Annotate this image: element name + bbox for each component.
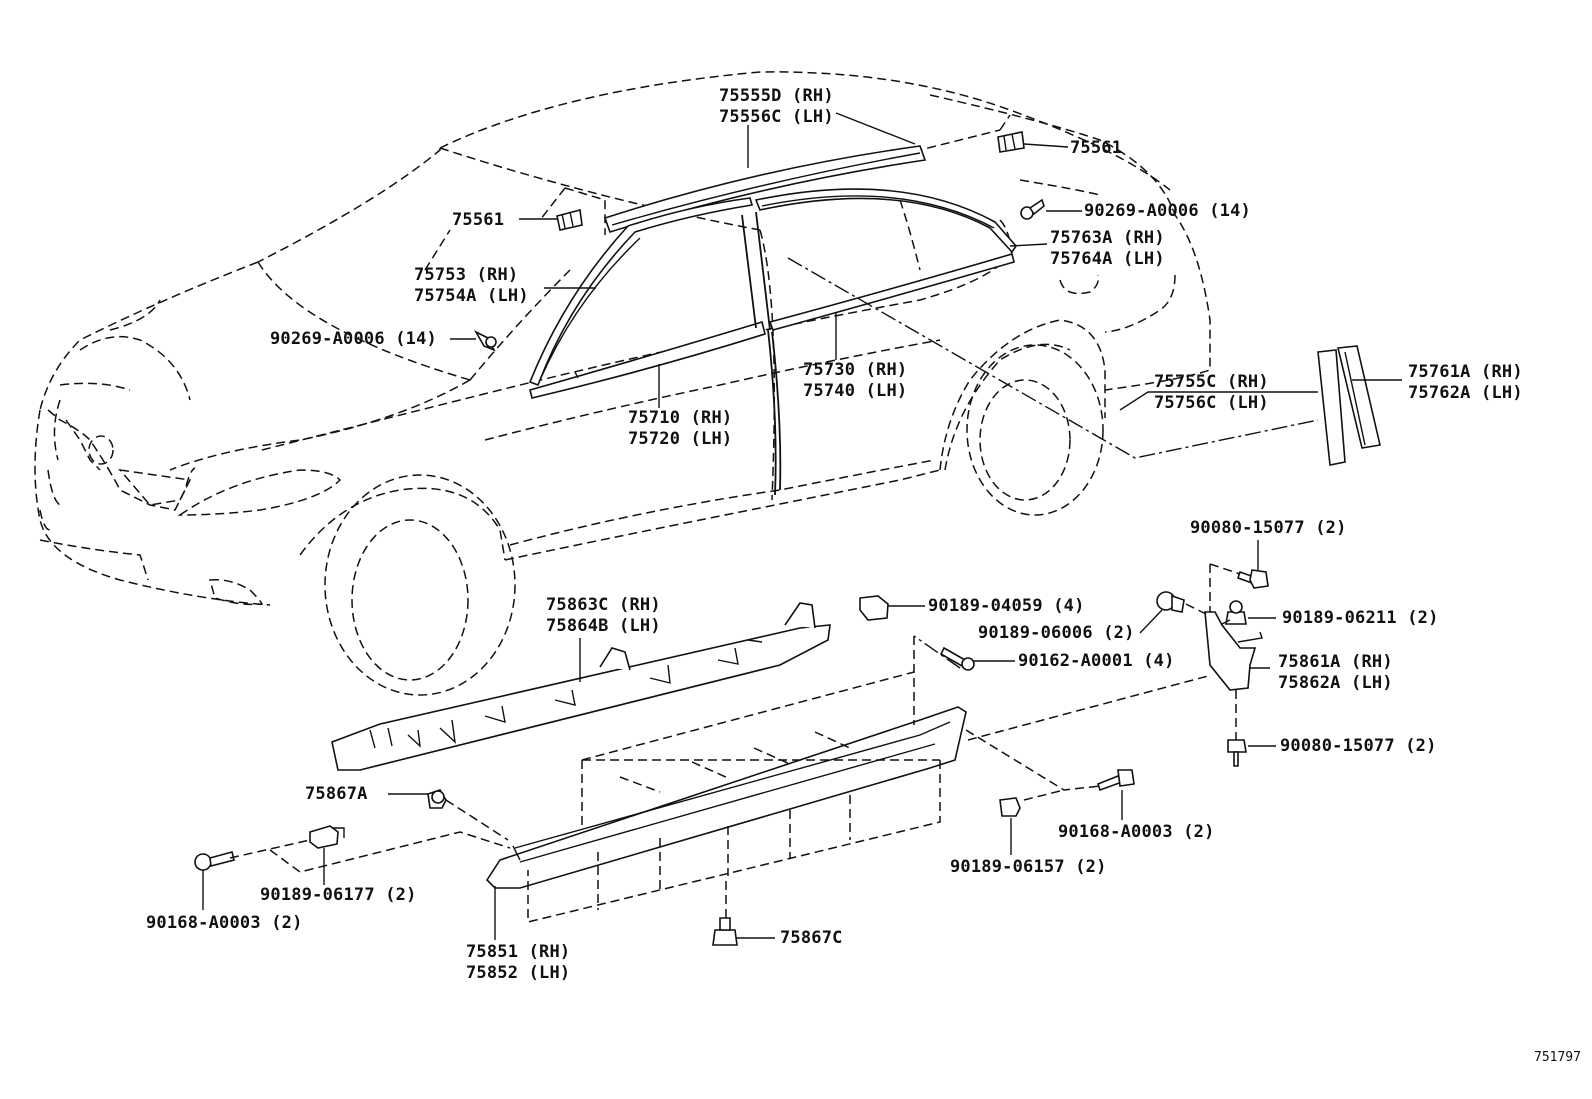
clip-90269-rear [1020, 198, 1045, 220]
label-75851: 75851 (RH)75852 (LH) [466, 942, 570, 984]
nut-90189-06211 [1225, 600, 1247, 625]
rocker-panel-moulding [331, 602, 831, 771]
rear-door-belt-moulding [768, 252, 1015, 331]
label-line: 75867C [780, 928, 843, 948]
label-line: 75756C (LH) [1154, 393, 1269, 413]
illustration-reference-number: 751797 [1534, 1050, 1581, 1065]
screw-90162 [939, 646, 975, 671]
label-90189-06006: 90189-06006 (2) [978, 623, 1135, 644]
label-line: 75730 (RH) [803, 360, 908, 380]
label-line: 75556C (LH) [719, 107, 834, 127]
label-75761: 75761A (RH)75762A (LH) [1408, 362, 1523, 404]
label-line: 75740 (LH) [803, 381, 908, 401]
label-75753: 75753 (RH)75754A (LH) [414, 265, 529, 307]
mudguard-bracket [1204, 611, 1263, 691]
label-line: 75753 (RH) [414, 265, 519, 285]
clip-90189-06157 [999, 797, 1021, 817]
label-90189-06157: 90189-06157 (2) [950, 857, 1107, 878]
label-75561-front: 75561 [452, 210, 504, 231]
label-line: 90189-06211 (2) [1282, 608, 1439, 628]
bolt-90080-top [1236, 569, 1269, 589]
label-90080-top: 90080-15077 (2) [1190, 518, 1347, 539]
label-75867c: 75867C [780, 928, 843, 949]
label-line: 75764A (LH) [1050, 249, 1165, 269]
clip-75867c [712, 917, 738, 946]
b-pillar-lines [741, 211, 782, 496]
screw-90168-left [194, 851, 235, 871]
label-90189-04059: 90189-04059 (4) [928, 596, 1085, 617]
label-90269-front: 90269-A0006 (14) [270, 329, 437, 350]
label-90189-06177: 90189-06177 (2) [260, 885, 417, 906]
alignment-lines [229, 257, 1319, 923]
label-line: 75561 [452, 210, 505, 230]
clip-75561-front [556, 208, 583, 231]
clip-75561-rear [997, 131, 1025, 153]
label-line: 75861A (RH) [1278, 652, 1393, 672]
label-75710: 75710 (RH)75720 (LH) [628, 408, 732, 450]
window-frame-moulding-front [528, 197, 754, 387]
label-line: 75763A (RH) [1050, 228, 1165, 248]
label-line: 75561 [1070, 138, 1123, 158]
label-line: 90080-15077 (2) [1280, 736, 1437, 756]
clip-90189-06177 [309, 825, 345, 849]
label-line: 75754A (LH) [414, 286, 529, 306]
label-75863: 75863C (RH)75864B (LH) [546, 595, 661, 637]
label-line: 75762A (LH) [1408, 383, 1523, 403]
label-line: 90189-06006 (2) [978, 623, 1135, 643]
label-75561-rear: 75561 [1070, 138, 1122, 159]
side-step-cover [485, 706, 967, 889]
label-75755: 75755C (RH)75756C (LH) [1154, 372, 1269, 414]
label-line: 90080-15077 (2) [1190, 518, 1347, 538]
car-body-outline [34, 71, 1211, 696]
label-90080-bottom: 90080-15077 (2) [1280, 736, 1437, 757]
label-line: 75852 (LH) [466, 963, 571, 983]
bolt-90080-bottom [1227, 739, 1247, 767]
label-line: 75720 (LH) [628, 429, 733, 449]
clip-90189-06006 [1156, 591, 1185, 613]
leader-lines [202, 112, 1402, 940]
label-line: 90269-A0006 (14) [1084, 201, 1251, 221]
screw-90168-right [1097, 769, 1135, 792]
label-line: 75863C (RH) [546, 595, 661, 615]
label-line: 90168-A0003 (2) [146, 913, 303, 933]
label-line: 75761A (RH) [1408, 362, 1523, 382]
label-line: 75862A (LH) [1278, 673, 1393, 693]
label-75861: 75861A (RH)75862A (LH) [1278, 652, 1393, 694]
label-line: 90269-A0006 (14) [270, 329, 437, 349]
clip-75867a [427, 789, 447, 809]
label-line: 75555D (RH) [719, 86, 834, 106]
front-door-belt-moulding [529, 320, 766, 399]
label-90168-left: 90168-A0003 (2) [146, 913, 303, 934]
label-line: 75755C (RH) [1154, 372, 1269, 392]
label-line: 90189-06177 (2) [260, 885, 417, 905]
label-line: 90189-06157 (2) [950, 857, 1107, 877]
label-line: 90168-A0003 (2) [1058, 822, 1215, 842]
nut-90189-04059 [859, 595, 889, 621]
label-75763: 75763A (RH)75764A (LH) [1050, 228, 1165, 270]
clip-90269-front [473, 330, 497, 352]
label-75730: 75730 (RH)75740 (LH) [803, 360, 907, 402]
label-90189-06211: 90189-06211 (2) [1282, 608, 1439, 629]
label-75555: 75555D (RH)75556C (LH) [719, 86, 834, 128]
label-75867a: 75867A [305, 784, 368, 805]
label-line: 90189-04059 (4) [928, 596, 1085, 616]
window-frame-moulding-rear [754, 188, 1018, 254]
label-90162: 90162-A0001 (4) [1018, 651, 1175, 672]
label-90269-rear: 90269-A0006 (14) [1084, 201, 1251, 222]
label-line: 75867A [305, 784, 368, 804]
center-pillar-garnish [1317, 345, 1381, 466]
label-line: 75851 (RH) [466, 942, 571, 962]
label-line: 90162-A0001 (4) [1018, 651, 1175, 671]
label-90168-right: 90168-A0003 (2) [1058, 822, 1215, 843]
label-line: 75710 (RH) [628, 408, 733, 428]
label-line: 75864B (LH) [546, 616, 661, 636]
